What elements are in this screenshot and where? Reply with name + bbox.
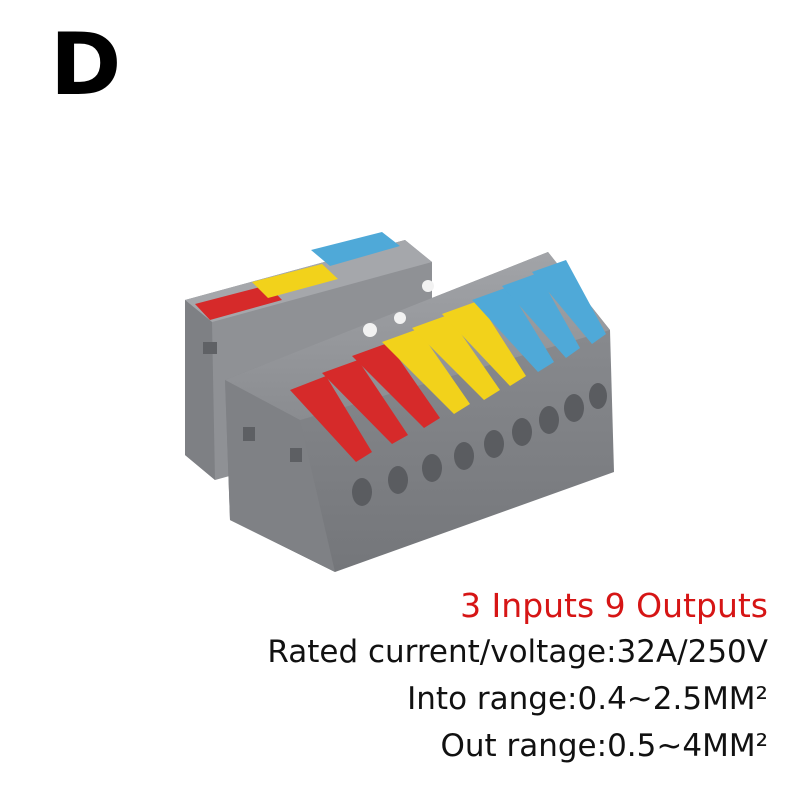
output-lever-red [322, 360, 408, 444]
output-lever-blue [502, 273, 580, 358]
output-lever-blue [532, 260, 606, 344]
output-lever-red [352, 343, 440, 428]
output-slot-icon [243, 427, 255, 441]
output-lever-red [290, 376, 372, 462]
spec-line: Out range:0.5~4MM² [440, 728, 768, 764]
test-holes [363, 280, 434, 337]
spec-block: 3 Inputs 9 Outputs Rated current/voltage… [267, 582, 768, 770]
wire-holes [352, 383, 607, 506]
output-lever-blue [472, 287, 554, 372]
spec-line: Into range:0.4~2.5MM² [407, 681, 768, 717]
output-slot-icon [290, 448, 302, 462]
input-lever-red [195, 285, 282, 320]
output-lever-yellow [382, 329, 470, 414]
output-levers [290, 260, 606, 462]
output-lever-yellow [412, 315, 500, 400]
input-slot-icon [203, 342, 217, 354]
output-lever-yellow [442, 301, 526, 386]
spec-line: Rated current/voltage:32A/250V [267, 634, 768, 670]
input-lever-blue [311, 232, 400, 266]
variant-letter: D [50, 15, 122, 115]
headline-text: 3 Inputs 9 Outputs [460, 586, 768, 625]
input-lever-yellow [252, 264, 338, 298]
